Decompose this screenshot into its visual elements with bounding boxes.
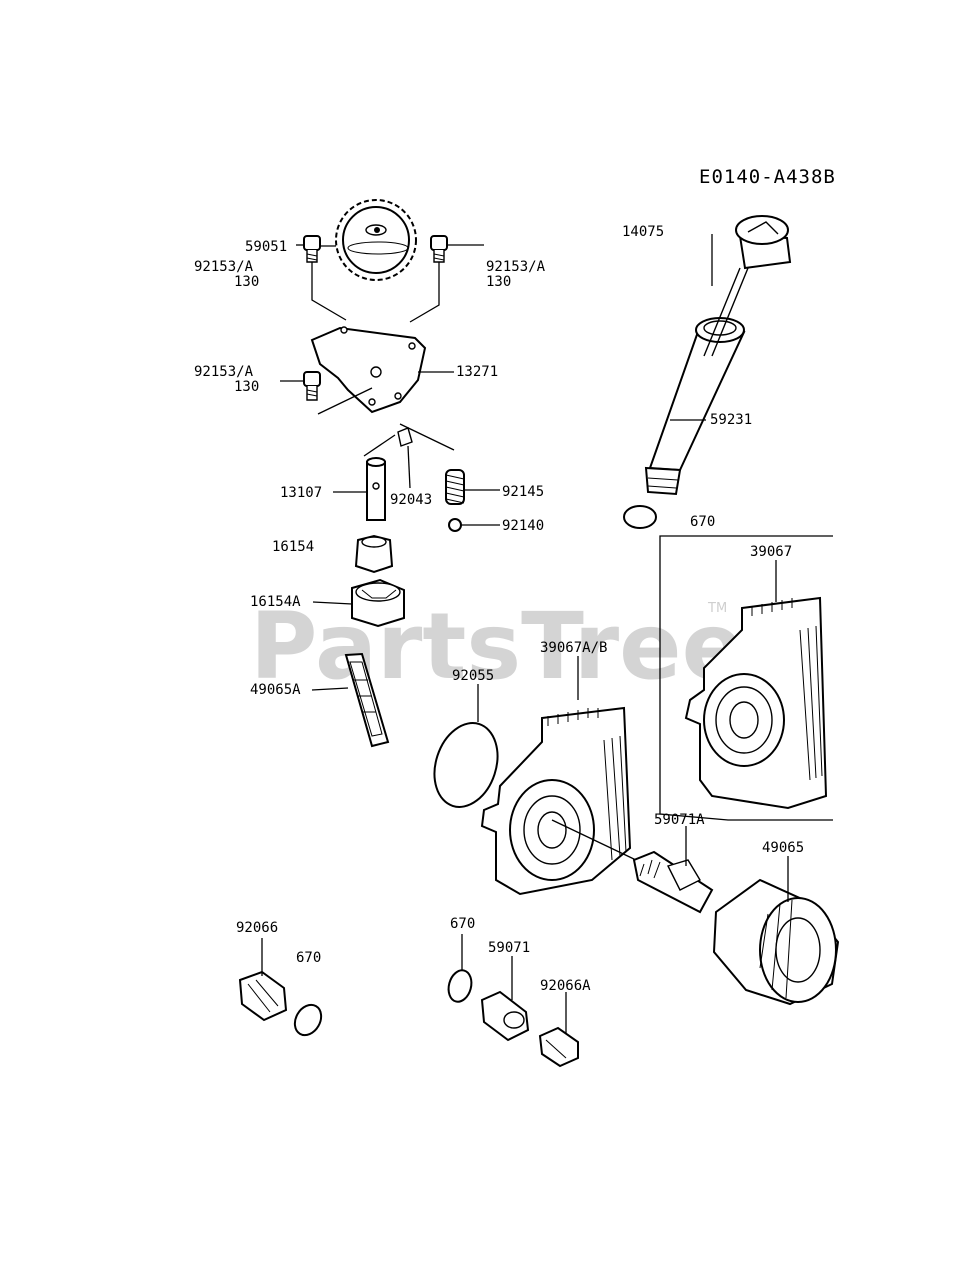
- label-130-right: 130: [486, 274, 511, 290]
- label-16154A[interactable]: 16154A: [250, 594, 301, 610]
- part-16154A-outer-rotor[interactable]: [351, 578, 405, 628]
- part-14075-dipstick[interactable]: [703, 215, 792, 357]
- label-13107[interactable]: 13107: [280, 485, 322, 501]
- diagram-code: E0140-A438B: [699, 166, 836, 188]
- part-92153-bolt-mid[interactable]: [303, 371, 321, 401]
- label-92043[interactable]: 92043: [390, 492, 432, 508]
- label-59071[interactable]: 59071: [488, 940, 530, 956]
- part-92066-drain-plug[interactable]: [238, 970, 288, 1022]
- label-670-mid[interactable]: 670: [450, 916, 475, 932]
- part-92055-o-ring[interactable]: [424, 715, 508, 815]
- part-39067AB-oil-cooler[interactable]: [480, 706, 632, 896]
- part-92066A-plug[interactable]: [538, 1026, 579, 1068]
- part-59051-gear[interactable]: [335, 199, 417, 281]
- label-14075[interactable]: 14075: [622, 224, 664, 240]
- part-92043-pin[interactable]: [397, 427, 413, 447]
- label-130-left: 130: [234, 274, 259, 290]
- part-92153-bolt-left[interactable]: [303, 235, 321, 263]
- part-670-o-ring-mid[interactable]: [445, 968, 475, 1005]
- label-92066A[interactable]: 92066A: [540, 978, 591, 994]
- part-59071A-fitting[interactable]: [632, 850, 714, 914]
- label-92140[interactable]: 92140: [502, 518, 544, 534]
- leader-92043: [407, 445, 411, 489]
- label-49065[interactable]: 49065: [762, 840, 804, 856]
- label-92153-mid[interactable]: 92153/A: [194, 364, 254, 380]
- part-13107-shaft[interactable]: [366, 457, 386, 521]
- part-92153-bolt-right[interactable]: [430, 235, 448, 263]
- label-92153-right[interactable]: 92153/A: [486, 259, 546, 275]
- leader-49065A: [311, 687, 349, 691]
- label-13271[interactable]: 13271: [456, 364, 498, 380]
- part-92145-spring[interactable]: [445, 469, 465, 505]
- part-13271-plate[interactable]: [310, 326, 427, 414]
- part-59231-filler-pipe[interactable]: [644, 317, 746, 496]
- label-670-left[interactable]: 670: [296, 950, 321, 966]
- label-92066[interactable]: 92066: [236, 920, 278, 936]
- part-59071-union[interactable]: [480, 990, 530, 1042]
- part-39067-oil-cooler[interactable]: [684, 596, 828, 810]
- leader-16154A: [312, 601, 353, 605]
- watermark-tm: TM: [707, 601, 727, 616]
- label-130-mid: 130: [234, 379, 259, 395]
- label-59051[interactable]: 59051: [245, 239, 287, 255]
- label-670-top[interactable]: 670: [690, 514, 715, 530]
- label-92055[interactable]: 92055: [452, 668, 494, 684]
- part-92140-ball[interactable]: [448, 518, 462, 532]
- label-59231[interactable]: 59231: [710, 412, 752, 428]
- part-16154-inner-rotor[interactable]: [354, 534, 394, 574]
- label-59071A[interactable]: 59071A: [654, 812, 705, 828]
- label-39067[interactable]: 39067: [750, 544, 792, 560]
- part-670-o-ring-top[interactable]: [623, 505, 657, 529]
- label-92145[interactable]: 92145: [502, 484, 544, 500]
- part-49065-oil-filter[interactable]: [712, 878, 840, 1006]
- part-49065A-strainer[interactable]: [344, 652, 390, 748]
- part-670-o-ring-left[interactable]: [290, 1000, 327, 1040]
- label-39067AB[interactable]: 39067A/B: [540, 640, 607, 656]
- label-49065A[interactable]: 49065A: [250, 682, 301, 698]
- label-92153-left[interactable]: 92153/A: [194, 259, 254, 275]
- label-16154[interactable]: 16154: [272, 539, 314, 555]
- watermark: PartsTree: [250, 593, 744, 700]
